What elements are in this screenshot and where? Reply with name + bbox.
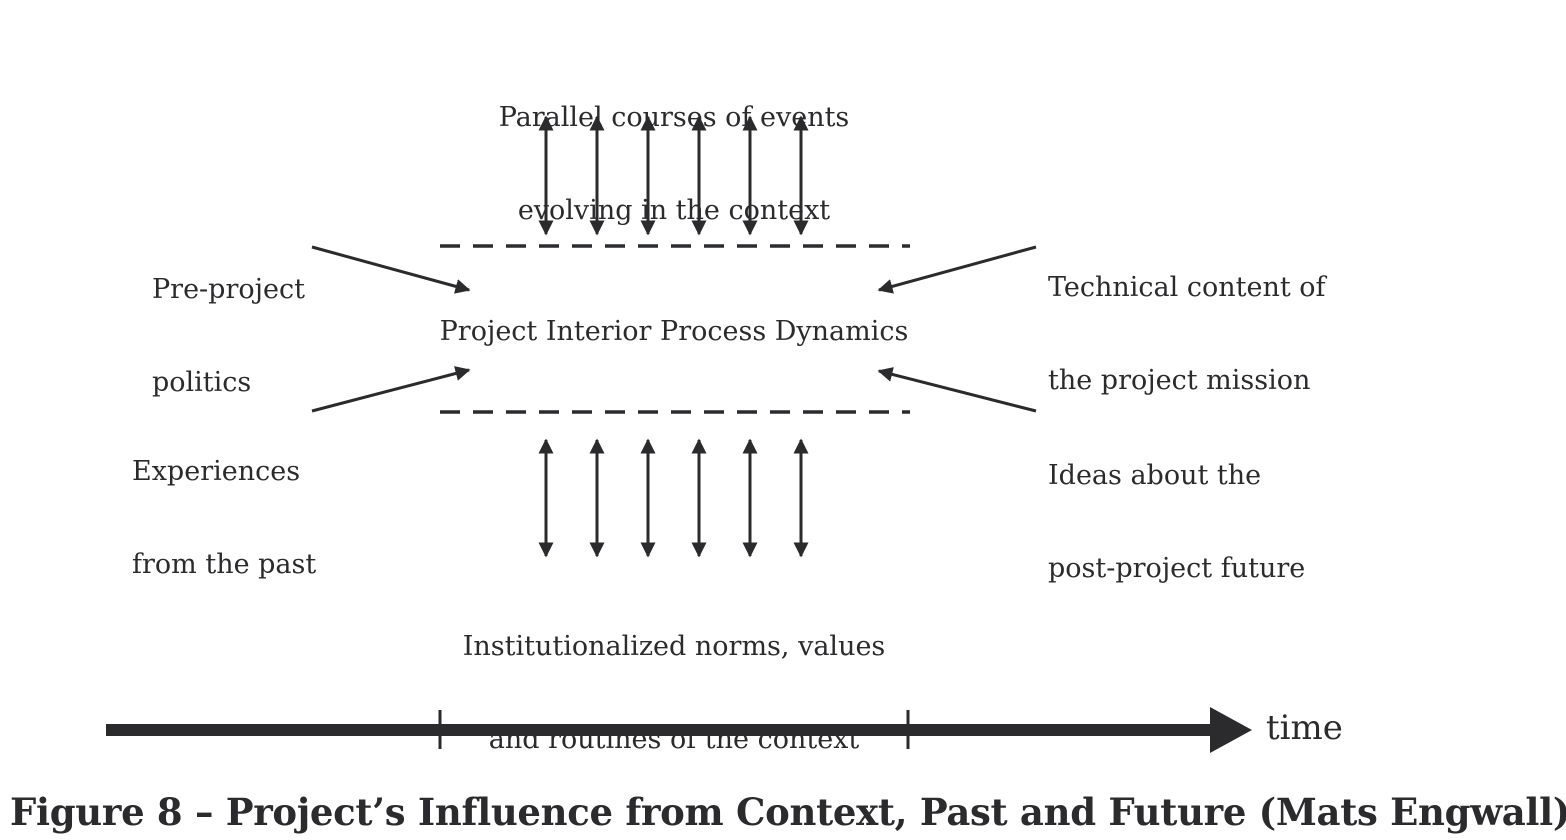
time-axis-arrowhead: [1210, 707, 1252, 753]
upper-context-arrows: [538, 115, 809, 236]
lower-context-arrows: [538, 438, 809, 558]
project-interior-label: Project Interior Process Dynamics: [439, 316, 909, 347]
pre-project-politics-arrow: [311, 245, 471, 294]
experiences-arrow: [311, 366, 471, 413]
context-events-label-line: Parallel courses of events: [498, 102, 850, 133]
technical-content-label-line: Technical content of: [1048, 272, 1326, 303]
context-events-label-line: evolving in the context: [517, 195, 831, 226]
technical-content-label: Technical content of the project mission: [1048, 210, 1326, 427]
time-label: time: [1266, 708, 1343, 748]
experiences-label-line: Experiences: [132, 456, 301, 487]
pre-project-politics-label: Pre-project politics: [152, 212, 305, 429]
context-events-label: Parallel courses of events evolving in t…: [444, 40, 904, 257]
post-project-future-label: Ideas about the post-project future: [1048, 398, 1305, 615]
time-axis: [106, 707, 1252, 753]
pre-project-politics-label-line: politics: [152, 367, 252, 398]
post-project-future-arrow: [877, 367, 1037, 413]
figure-caption: Figure 8 – Project’s Influence from Cont…: [10, 790, 1566, 834]
post-project-future-label-line: Ideas about the: [1048, 460, 1262, 491]
experiences-label-line: from the past: [132, 549, 317, 580]
institutionalized-norms-label: Institutionalized norms, values and rout…: [424, 569, 924, 786]
technical-content-arrow: [877, 245, 1037, 294]
institutionalized-norms-label-line: and routines of the context: [488, 724, 860, 755]
institutionalized-norms-label-line: Institutionalized norms, values: [462, 631, 886, 662]
technical-content-label-line: the project mission: [1048, 365, 1311, 396]
pre-project-politics-label-line: Pre-project: [152, 274, 305, 305]
experiences-label: Experiences from the past: [132, 394, 316, 611]
post-project-future-label-line: post-project future: [1048, 553, 1306, 584]
